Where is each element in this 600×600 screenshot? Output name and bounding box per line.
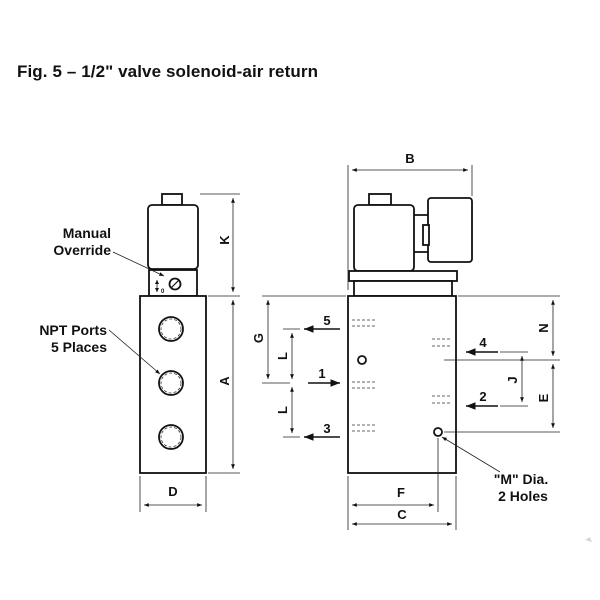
mounting-hole — [357, 355, 367, 365]
mounting-hole — [433, 427, 443, 437]
hidden-passages — [352, 319, 452, 432]
dimension-l-lower: L — [275, 387, 300, 438]
dimension-a: A — [208, 300, 240, 474]
dim-b-label: B — [405, 151, 414, 166]
dim-f-label: F — [397, 485, 405, 500]
front-view — [347, 193, 473, 474]
port-2-label: 2 — [479, 389, 486, 404]
solenoid-coil — [147, 204, 199, 270]
port-1-arrow: 1 — [308, 366, 340, 387]
dimension-g: G — [251, 295, 346, 384]
dim-n-label: N — [536, 323, 551, 332]
side-view: 0 — [139, 193, 207, 474]
port-3-label: 3 — [323, 421, 330, 436]
npt-ports-leader — [108, 329, 161, 375]
npt-port — [158, 424, 184, 450]
m-dia-label-2: 2 Holes — [498, 488, 548, 504]
port-3-arrow: 3 — [304, 421, 340, 441]
figure-title: Fig. 5 – 1/2" valve solenoid-air return — [17, 62, 319, 81]
dimension-l-upper: L — [275, 328, 300, 379]
dim-k-label: K — [217, 235, 232, 245]
dim-e-label: E — [536, 393, 551, 402]
npt-port — [158, 316, 184, 342]
dimension-b: B — [347, 151, 473, 290]
corner-mark — [585, 537, 592, 542]
manual-override-leader — [112, 251, 165, 277]
dim-c-label: C — [397, 507, 407, 522]
m-dia-label-1: "M" Dia. — [494, 471, 549, 487]
dim-l-label-lower: L — [275, 406, 290, 414]
port-4-label: 4 — [479, 335, 487, 350]
dimension-e: E — [444, 364, 560, 433]
npt-ports-label-2: 5 Places — [51, 339, 107, 355]
dimension-n: N — [444, 295, 560, 361]
dimension-c: C — [352, 476, 457, 530]
manual-override-label-2: Override — [53, 242, 111, 258]
dimension-d: D — [139, 476, 207, 512]
dim-g-label: G — [251, 333, 266, 343]
adapter-ring — [348, 270, 458, 282]
connector-box — [427, 197, 473, 263]
port-5-arrow: 5 — [304, 313, 340, 333]
dim-d-label: D — [168, 484, 177, 499]
front-solenoid-cap — [368, 193, 392, 206]
port-4-arrow: 4 — [466, 335, 498, 356]
dim-l-label-upper: L — [275, 352, 290, 360]
override-travel-mark: 0 — [161, 289, 165, 295]
dim-a-label: A — [217, 376, 232, 386]
manual-override-label-1: Manual — [63, 225, 111, 241]
port-1-label: 1 — [318, 366, 325, 381]
solenoid-cap — [161, 193, 183, 206]
front-valve-body — [347, 295, 457, 474]
dimension-j: J — [500, 351, 528, 407]
front-solenoid-coil — [353, 204, 415, 272]
dimension-k: K — [200, 193, 240, 297]
dim-j-label: J — [505, 376, 520, 383]
port-5-label: 5 — [323, 313, 330, 328]
m-dia-leader — [441, 436, 501, 473]
npt-ports-label-1: NPT Ports — [39, 322, 107, 338]
npt-port — [158, 370, 184, 396]
port-2-arrow: 2 — [466, 389, 498, 410]
dimension-f: F — [347, 438, 439, 530]
